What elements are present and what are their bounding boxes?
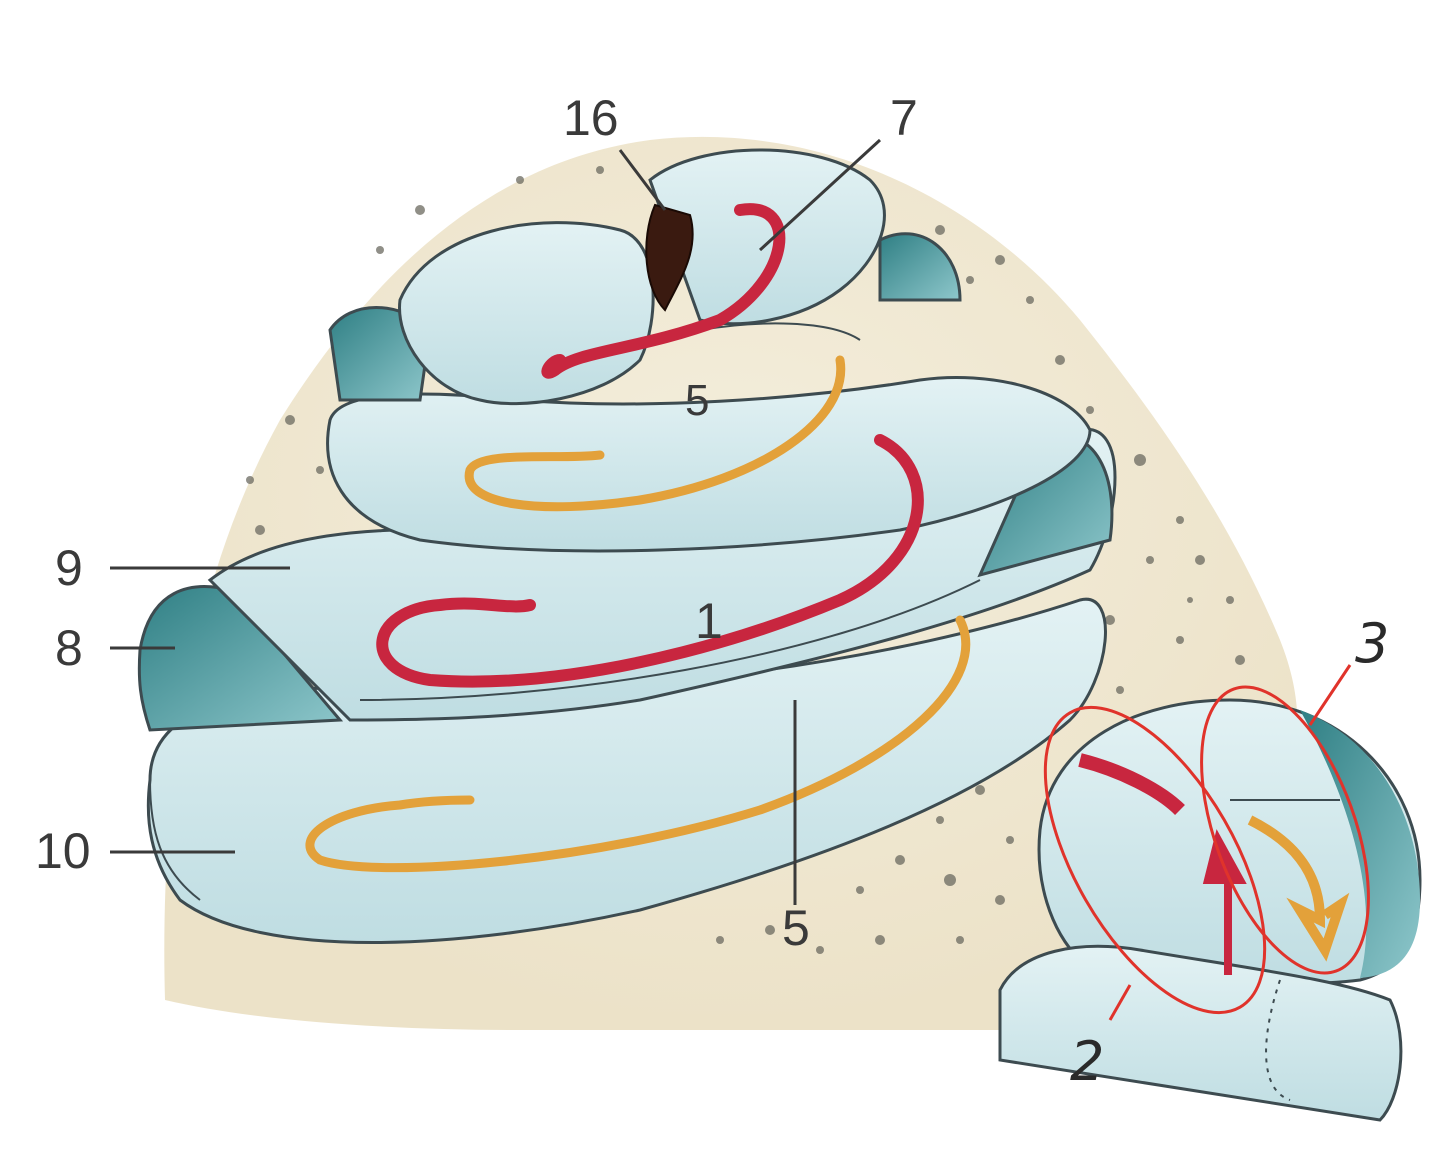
label-10: 10 (35, 823, 91, 879)
orange-arrow-down (1247, 815, 1350, 962)
handwritten-label-2: 2 (1070, 1030, 1104, 1093)
label-5-top: 5 (685, 376, 709, 425)
handwritten-label-3: 3 (1355, 612, 1389, 675)
annotation-circle-2 (1043, 705, 1267, 1015)
label-16: 16 (563, 90, 619, 146)
middle-turn (137, 427, 1117, 732)
red-arrow-up (1202, 829, 1247, 975)
label-8: 8 (55, 620, 83, 676)
annotation-pointer-3 (1308, 664, 1352, 726)
label-9: 9 (55, 540, 83, 596)
scala-tympani-path (464, 355, 846, 512)
annotation-circle-3 (1200, 685, 1370, 975)
label-1: 1 (695, 593, 723, 649)
scala-tympani-path-2 (305, 615, 971, 873)
leader-lines (110, 138, 882, 905)
label-7: 7 (890, 90, 918, 146)
label-5-bottom: 5 (782, 900, 810, 956)
scala-vestibuli-path-2 (376, 434, 924, 688)
annotation-pointer-2 (1108, 984, 1132, 1021)
red-arrow-upper (1078, 753, 1185, 816)
